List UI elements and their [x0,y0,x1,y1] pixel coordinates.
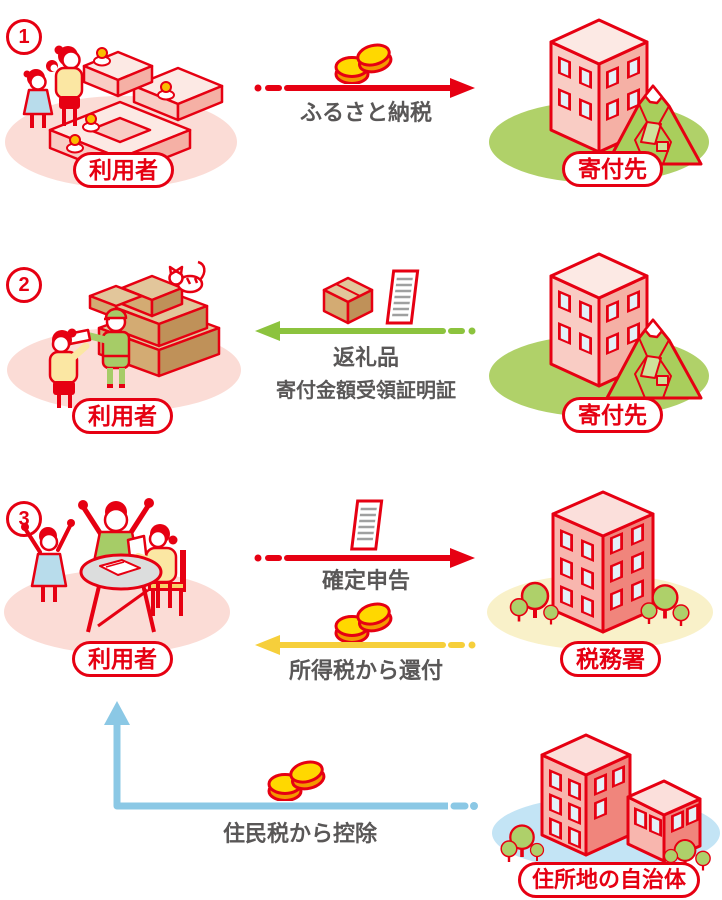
furusato-tax-payment-arrow [254,78,475,98]
game-pawn-icon [93,47,111,67]
income-tax-refund-arrow [255,635,476,655]
actor-pill-tax-office: 税務署 [560,641,661,677]
step-3-number: 3 [18,507,30,530]
daughter-figure [22,69,54,128]
coins-icon [267,757,328,801]
actor-label-recipient-1: 寄付先 [578,155,647,182]
step-2-badge: 2 [6,267,42,303]
actor-label-user-2: 利用者 [88,402,157,429]
document-icon [385,269,420,325]
arrow-label-return-gift: 返礼品 [332,345,399,370]
user-receiving-package-illustration [7,260,241,412]
donation-destination-illustration-2 [489,252,709,417]
user-family-tax-form-illustration [4,498,230,654]
actor-pill-user-3: 利用者 [72,641,173,677]
arrow-label-furusato-nozei: ふるさと納税 [299,100,432,125]
arrow-label-tax-return: 確定申告 [321,568,410,593]
table [79,553,163,633]
tree-icon [694,850,712,872]
tax-return-filing-arrow [254,548,475,568]
tax-office-building-illustration [487,490,713,650]
daughter-figure [21,519,75,602]
actor-label-user-1: 利用者 [89,156,158,183]
step-2-number: 2 [18,273,30,296]
step-3-badge: 3 [6,501,42,537]
woman-figure [48,328,90,408]
arrow-label-resident-tax-deduction: 住民税から控除 [222,821,377,846]
actor-label-home-municipality: 住所地の自治体 [532,867,687,892]
step-1-badge: 1 [6,19,42,55]
document-icon [350,499,384,551]
return-gift-arrow [255,321,476,341]
actor-label-user-3: 利用者 [88,645,157,672]
resident-tax-deduction-arrow [104,701,478,810]
actor-pill-recipient-1: 寄付先 [562,151,663,187]
cat-figure [168,260,206,294]
mother-figure [46,45,84,126]
actor-pill-user-2: 利用者 [72,398,173,434]
actor-label-recipient-2: 寄付先 [578,401,647,428]
step-1-number: 1 [18,25,30,48]
actor-pill-user-1: 利用者 [73,152,174,188]
home-municipality-illustration [492,733,720,872]
arrow-label-income-tax-refund: 所得税から還付 [288,658,443,683]
actor-pill-home-municipality: 住所地の自治体 [518,862,701,898]
delivery-person-figure [66,307,131,388]
arrow-label-receipt-certificate: 寄付金額受領証明証 [276,380,456,402]
actor-label-tax-office: 税務署 [576,645,645,672]
actor-pill-recipient-2: 寄付先 [562,397,663,433]
gift-box-icon [322,276,374,325]
tree-icon [500,839,518,864]
mountain-icon [605,318,703,400]
mountain-icon [605,84,703,166]
